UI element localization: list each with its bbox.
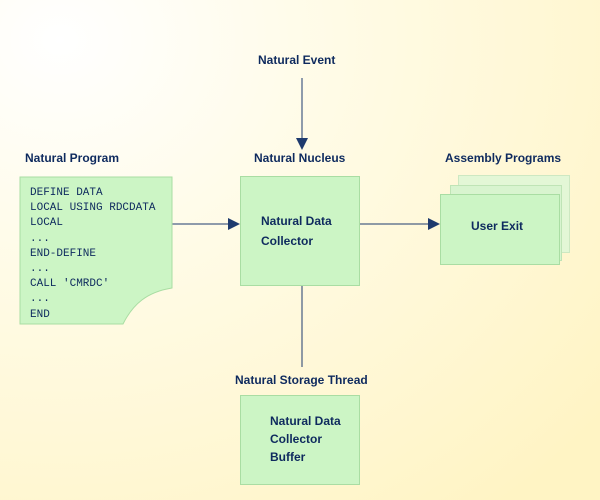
natural-event-label: Natural Event: [258, 53, 336, 67]
event-arrowhead: [296, 138, 308, 150]
natural-program-document: [19, 176, 173, 325]
exit-arrowhead: [428, 218, 440, 230]
program-code: DEFINE DATA LOCAL USING RDCDATA LOCAL ..…: [30, 186, 155, 323]
program-arrowhead: [228, 218, 240, 230]
code-line: CALL 'CMRDC': [30, 278, 110, 291]
code-line: END: [30, 308, 50, 321]
natural-program-label: Natural Program: [25, 151, 120, 165]
user-exit-box: User Exit: [440, 194, 560, 265]
natural-nucleus-label: Natural Nucleus: [254, 151, 346, 165]
code-line: LOCAL USING RDCDATA: [30, 202, 156, 215]
code-line: ...: [30, 263, 50, 276]
user-exit-label: User Exit: [471, 219, 524, 233]
code-line: END-DEFINE: [30, 247, 97, 260]
nucleus-box-line2: Collector: [261, 234, 314, 248]
code-line: ...: [30, 293, 50, 306]
buffer-box-line2: Collector: [270, 432, 323, 446]
code-line: DEFINE DATA: [30, 187, 103, 199]
code-line: LOCAL: [30, 217, 64, 230]
buffer-box-line3: Buffer: [270, 450, 306, 464]
natural-data-collector-buffer-box: Natural Data Collector Buffer: [240, 395, 360, 485]
buffer-box-line1: Natural Data: [270, 414, 341, 428]
code-line: ...: [30, 232, 50, 245]
nucleus-box-line1: Natural Data: [261, 214, 332, 228]
assembly-programs-label: Assembly Programs: [445, 151, 562, 165]
natural-storage-thread-label: Natural Storage Thread: [235, 373, 368, 387]
natural-data-collector-box: Natural Data Collector: [240, 176, 360, 286]
